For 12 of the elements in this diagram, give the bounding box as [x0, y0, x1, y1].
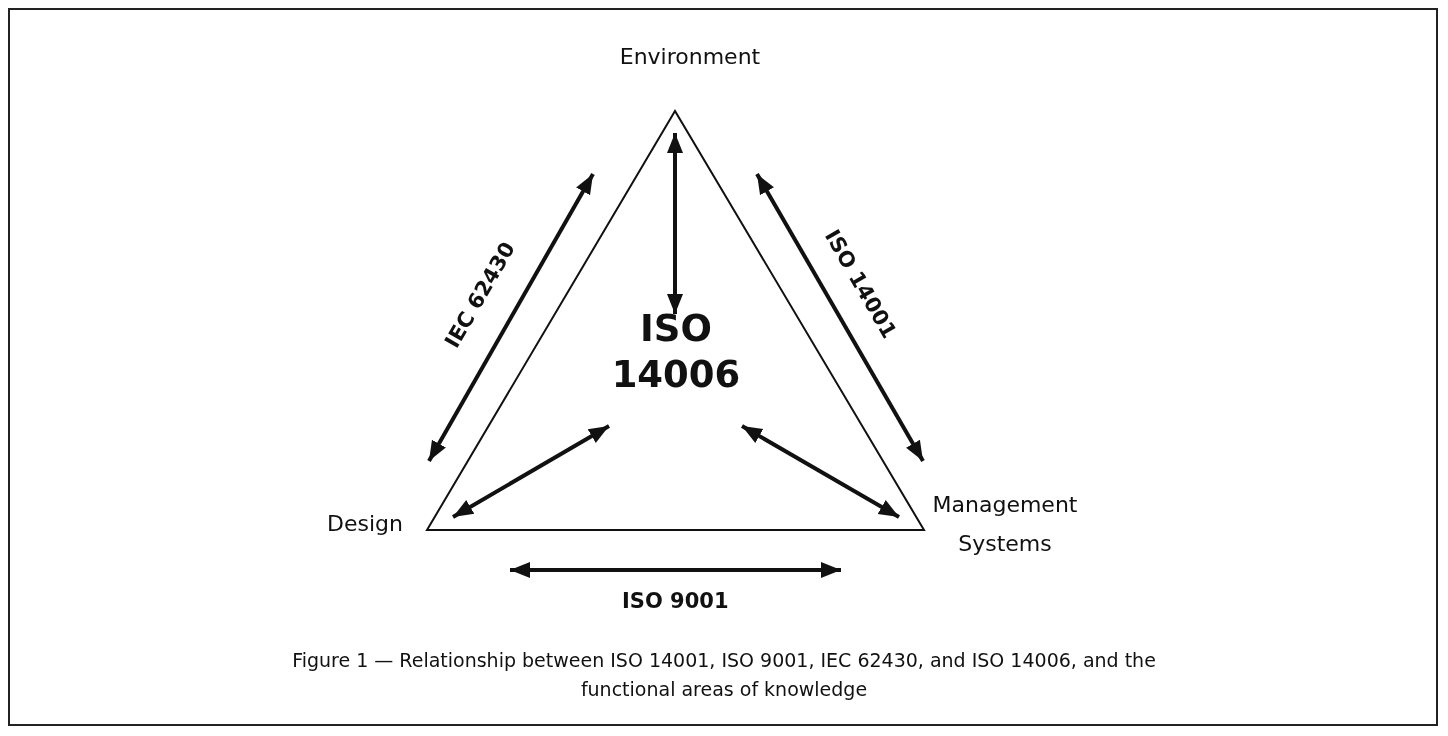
double-arrow [452, 424, 610, 519]
double-arrow [755, 173, 925, 462]
center-label: ISO 14006 [610, 306, 742, 399]
figure-caption: Figure 1 — Relationship between ISO 14001, ISO 9001, IEC 62430, and ISO 14006, and the functional areas of knowledge [291, 648, 1157, 703]
double-arrow [510, 562, 841, 578]
corner-label: Environment [618, 43, 762, 71]
double-arrow [741, 424, 900, 519]
double-arrow [667, 133, 683, 314]
corner-label: Design [326, 510, 404, 538]
corner-label: Management Systems [931, 491, 1079, 558]
edge-label: ISO 9001 [622, 589, 729, 613]
double-arrow [427, 173, 595, 462]
